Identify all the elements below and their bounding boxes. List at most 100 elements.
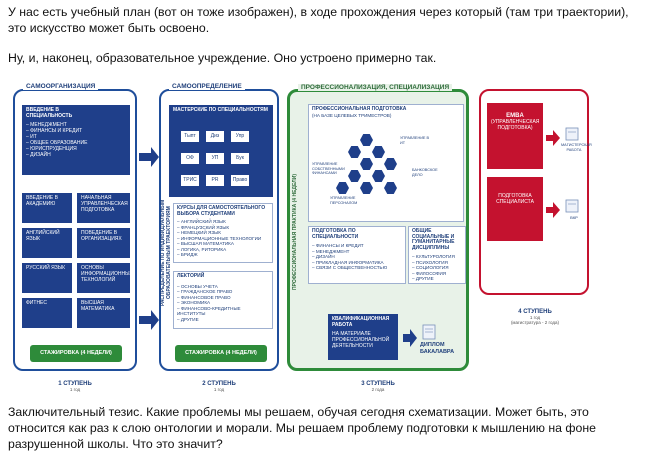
intro-head: ВВЕДЕНИЕ В СПЕЦИАЛЬНОСТЬ (26, 107, 73, 119)
workshop-tile: ТРИС (181, 175, 199, 186)
qual-sub: НА МАТЕРИАЛЕ ПРОФЕССИОНАЛЬНОЙ ДЕЯТЕЛЬНОС… (332, 331, 390, 349)
workshop-tile: Упр (231, 131, 249, 142)
panel-self-determination: САМООПРЕДЕЛЕНИЕ МАСТЕРСКИЕ ПО СПЕЦИАЛЬНО… (159, 83, 279, 371)
list-item: – ГРАЖДАНСКОЕ ПРАВО (177, 289, 233, 294)
stage-duration-note: (магистратура - 2 года) (510, 320, 560, 325)
list-item: – ИНФОРМАЦИОННЫЕ ТЕХНОЛОГИИ (177, 235, 262, 241)
stage-2-label: 2 СТУПЕНЬ 1 год (177, 381, 261, 392)
hex-cell (360, 134, 373, 146)
training-block: ПОДГОТОВКА ПО СПЕЦИАЛЬНОСТИ – ФИНАНСЫ И … (308, 226, 406, 284)
list-item: – АНГЛИЙСКИЙ ЯЗЫК (177, 219, 226, 224)
arrow-icon (139, 310, 159, 330)
tile: ОСНОВЫ ИНФОРМАЦИОННЫХ ТЕХНОЛОГИЙ (77, 263, 133, 293)
workshop-tile: Право (231, 175, 249, 186)
list-item: – ПСИХОЛОГИЯ (412, 259, 448, 265)
courses-list: – АНГЛИЙСКИЙ ЯЗЫК – ФРАНЦУЗСКИЙ ЯЗЫК – Н… (177, 219, 269, 258)
list-item: – ФИНАНСОВО-КРЕДИТНЫЕ ИНСТИТУТЫ (177, 305, 241, 317)
list-item: – СВЯЗИ С ОБЩЕСТВЕННОСТЬЮ (312, 265, 388, 270)
panel-masters: EMBA (УПРАВЛЕНЧЕСКАЯ ПОДГОТОВКА) ПОДГОТО… (479, 89, 592, 295)
emba-title: EMBA (506, 113, 524, 119)
qual-block: КВАЛИФИКАЦИОННАЯ РАБОТА НА МАТЕРИАЛЕ ПРО… (328, 314, 398, 360)
list-item: – ЛОГИКА, РИТОРИКА (177, 246, 227, 252)
list-item: – ДРУГИЕ (177, 316, 199, 322)
hex-cell (384, 182, 397, 194)
spec-block: ПОДГОТОВКА СПЕЦИАЛИСТА (487, 177, 543, 241)
list-item: – ФИНАНСЫ И КРЕДИТ (26, 128, 83, 134)
list-item: – ФИЛОСОФИЯ (412, 270, 447, 276)
emba-sub: (УПРАВЛЕНЧЕСКАЯ ПОДГОТОВКА) (491, 119, 540, 131)
list-item: – ФИНАНСЫ И КРЕДИТ (312, 243, 364, 248)
courses-head: КУРСЫ ДЛЯ САМОСТОЯТЕЛЬНОГО ВЫБОРА СТУДЕН… (177, 205, 266, 217)
list-item: – БРИДЖ (177, 252, 198, 257)
list-item: – ФРАНЦУЗСКИЙ ЯЗЫК (177, 224, 230, 230)
list-item: – ЮРИСПРУДЕНЦИЯ (26, 146, 77, 152)
hex-cell (360, 158, 373, 170)
stage-4-label: 4 СТУПЕНЬ 1 год (магистратура - 2 года) (493, 309, 577, 325)
tile: РУССКИЙ ЯЗЫК (22, 263, 72, 293)
panel-title: ПРОФЕССИОНАЛИЗАЦИЯ, СПЕЦИАЛИЗАЦИЯ (298, 84, 453, 91)
list-item: – ВЫСШАЯ МАТЕМАТИКА (177, 241, 234, 246)
hex-label: УПРАВЛЕНИЕ В ИТ (400, 136, 430, 145)
list-item: – ИТ (26, 134, 37, 140)
panel-professionalization: ПРОФЕССИОНАЛИЗАЦИЯ, СПЕЦИАЛИЗАЦИЯ ПРОФЕС… (287, 84, 469, 371)
internship-badge: СТАЖИРОВКА (4 НЕДЕЛИ) (30, 345, 122, 362)
internship-badge: СТАЖИРОВКА (4 НЕДЕЛИ) (175, 345, 267, 362)
tile: ФИТНЕС (22, 298, 72, 328)
list-item: – ФИНАНСОВОЕ ПРАВО (177, 294, 231, 300)
stage-title: 4 СТУПЕНЬ (518, 309, 552, 315)
tile: АНГЛИЙСКИЙ ЯЗЫК (22, 228, 72, 258)
stage-duration: 1 год (529, 315, 541, 320)
training-list: – ФИНАНСЫ И КРЕДИТ – МЕНЕДЖМЕНТ – ДИЗАЙН… (312, 243, 402, 271)
spec-title: ПОДГОТОВКА СПЕЦИАЛИСТА (496, 193, 534, 205)
practice-label: ПРОФЕССИОНАЛЬНАЯ ПРАКТИКА (4 НЕДЕЛИ) (292, 173, 298, 291)
master-doc-label: МАГИСТЕРСКАЯ РАБОТА (561, 143, 592, 152)
tile: ВЫСШАЯ МАТЕМАТИКА (77, 298, 130, 328)
conclusion-paragraph: Заключительный тезис. Какие проблемы мы … (8, 405, 597, 451)
workshop-tile: Бук (231, 153, 249, 164)
hex-cell (372, 170, 385, 182)
list-item: – МЕНЕДЖМЕНТ (26, 122, 67, 128)
hex-cell (348, 146, 361, 158)
vkr-doc-label: ВКР (570, 215, 578, 220)
intro-list: – МЕНЕДЖМЕНТ – ФИНАНСЫ И КРЕДИТ – ИТ – О… (26, 122, 126, 158)
hex-label: БАНКОВСКОЕ ДЕЛО (412, 168, 438, 177)
stage-title: 3 СТУПЕНЬ (361, 381, 395, 387)
stage-title: 2 СТУПЕНЬ (202, 381, 236, 387)
hex-cell (360, 182, 373, 194)
hex-cell (348, 170, 361, 182)
workshops-head: МАСТЕРСКИЕ ПО СПЕЦИАЛЬНОСТЯМ (173, 107, 268, 113)
prof-block: ПРОФЕССИОНАЛЬНАЯ ПОДГОТОВКА (НА БАЗЕ ЦЕЛ… (308, 104, 464, 222)
hex-cell (384, 158, 397, 170)
training-head: ПОДГОТОВКА ПО СПЕЦИАЛЬНОСТИ (312, 228, 359, 240)
hex-label: УПРАВЛЕНИЕ СОБСТВЕННЫМИ ФИНАНСАМИ (312, 162, 345, 175)
hex-cell (336, 182, 349, 194)
institution-paragraph: Ну, и, наконец, образовательное учрежден… (8, 51, 437, 65)
prof-head: ПРОФЕССИОНАЛЬНАЯ ПОДГОТОВКА (312, 106, 407, 112)
qual-head: КВАЛИФИКАЦИОННАЯ РАБОТА (332, 316, 390, 328)
document-icon (565, 127, 579, 141)
emba-block: EMBA (УПРАВЛЕНЧЕСКАЯ ПОДГОТОВКА) (487, 103, 543, 169)
stage-duration: 2 года (371, 387, 385, 392)
list-item: – ДИЗАЙН (26, 152, 51, 158)
tile: ВВЕДЕНИЕ В АКАДЕМИЮ (22, 193, 72, 223)
list-item: – СОЦИОЛОГИЯ (412, 265, 449, 270)
list-item: – ДИЗАЙН (312, 254, 335, 259)
arrow-icon (139, 147, 159, 167)
stage-duration: 1 год (213, 387, 225, 392)
list-item: – ПРИКЛАДНАЯ ИНФОРМАТИКА (312, 259, 384, 265)
list-item: – ДРУГИЕ (412, 276, 434, 281)
hex-cell (372, 146, 385, 158)
diploma-label: ДИПЛОМ БАКАЛАВРА (420, 342, 455, 355)
social-head: ОБЩИЕ СОЦИАЛЬНЫЕ И ГУМАНИТАРНЫЕ ДИСЦИПЛИ… (412, 228, 455, 251)
hex-label: УПРАВЛЕНИЕ ПЕРСОНАЛОМ (330, 196, 358, 205)
intro-paragraph: У нас есть учебный план (вот он тоже изо… (8, 5, 629, 35)
social-list: – КУЛЬТУРОЛОГИЯ – ПСИХОЛОГИЯ – СОЦИОЛОГИ… (412, 254, 462, 282)
panel-self-organization: САМООРГАНИЗАЦИЯ ВВЕДЕНИЕ В СПЕЦИАЛЬНОСТЬ… (13, 83, 137, 371)
lectures-block: ЛЕКТОРИЙ – ОСНОВЫ УЧЕТА – ГРАЖДАНСКОЕ ПР… (173, 271, 273, 329)
document-icon (565, 199, 579, 213)
panel-title: САМООПРЕДЕЛЕНИЕ (169, 83, 245, 90)
workshop-tile: Тыпт (181, 131, 199, 142)
prof-sub: (НА БАЗЕ ЦЕЛЕВЫХ ТРИМЕСТРОВ) (312, 112, 392, 118)
stage-1-label: 1 СТУПЕНЬ 1 год (33, 381, 117, 392)
trajectory-label: РАСПРЕДЕЛЕНИЕ ПО ИНДИВИДУАЛЬНЫМ ОБРАЗОВА… (160, 199, 172, 307)
